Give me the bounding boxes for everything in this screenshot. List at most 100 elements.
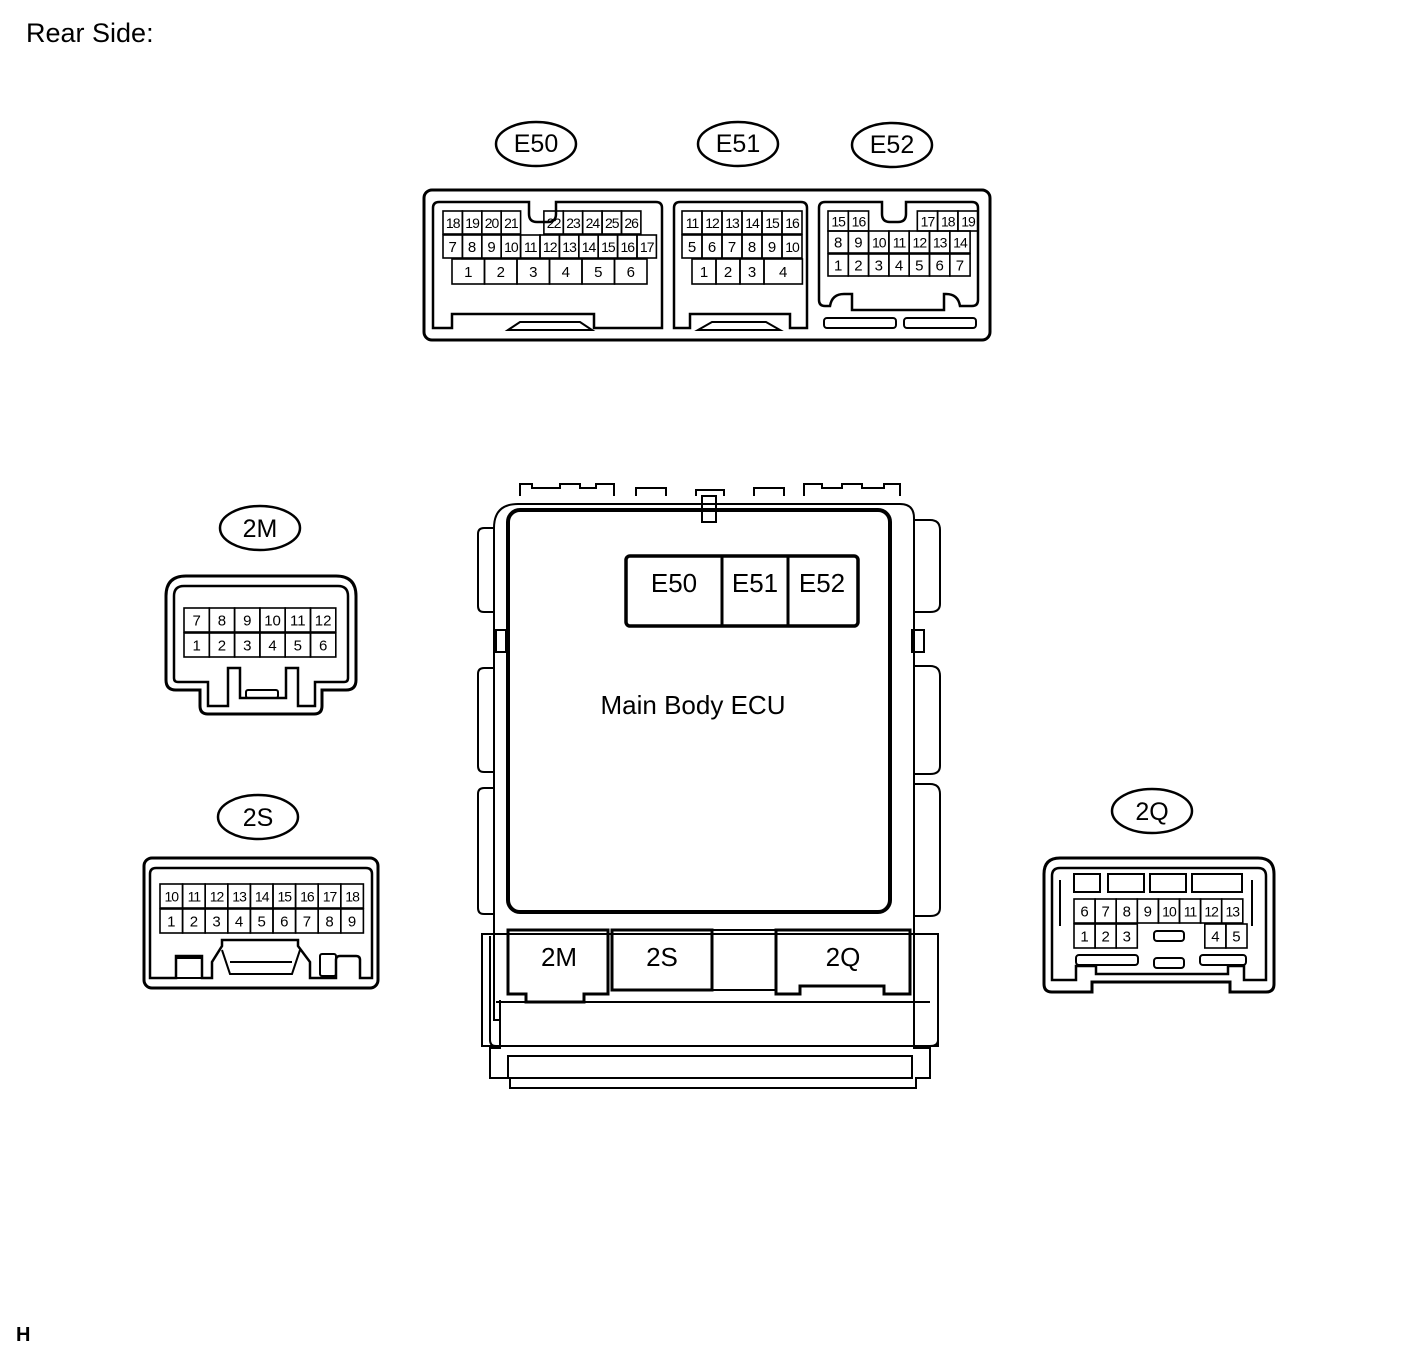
pin-number: 10 — [872, 235, 887, 251]
pin-cell — [309, 607, 337, 633]
pin-cell — [620, 210, 642, 235]
pin-number: 14 — [255, 889, 270, 905]
pin-cell — [1220, 898, 1244, 924]
pin-number: 8 — [1123, 904, 1131, 921]
pin-cell — [339, 908, 365, 934]
pin-cell — [309, 632, 337, 658]
corner-mark: H — [16, 1324, 31, 1346]
pin-number: 17 — [323, 889, 338, 905]
pin-number: 13 — [562, 239, 577, 255]
pin-number: 1 — [1080, 929, 1088, 946]
pin-number: 6 — [280, 914, 288, 931]
ecu-port-2m: 2M — [541, 942, 577, 972]
tag-e52: E52 — [870, 131, 914, 159]
pin-number: 9 — [348, 914, 356, 931]
pin-number: 15 — [831, 214, 846, 230]
pin-number: 3 — [529, 264, 537, 281]
pin-number: 10 — [165, 889, 180, 905]
pin-number: 12 — [913, 235, 928, 251]
pin-number: 9 — [487, 239, 495, 256]
pin-number: 5 — [1232, 929, 1240, 946]
pin-number: 19 — [465, 215, 480, 231]
pin-number: 13 — [933, 235, 948, 251]
pin-cell — [1225, 923, 1248, 949]
pin-number: 10 — [264, 613, 281, 630]
pin-number: 12 — [543, 239, 558, 255]
pin-number: 7 — [449, 239, 457, 256]
pin-number: 10 — [504, 239, 519, 255]
pin-number: 7 — [728, 239, 736, 256]
pin-number: 4 — [1211, 929, 1219, 946]
pin-number: 2 — [724, 264, 732, 281]
connector-2m-housing — [164, 574, 358, 716]
pin-number: 13 — [725, 215, 740, 231]
main-body-ecu — [477, 483, 941, 1089]
pin-cell — [339, 883, 365, 909]
pin-number: 4 — [268, 638, 276, 655]
pin-number: 12 — [210, 889, 225, 905]
pin-number: 3 — [1123, 929, 1131, 946]
pin-number: 8 — [468, 239, 476, 256]
pin-number: 11 — [290, 613, 306, 630]
pin-number: 18 — [941, 214, 956, 230]
pin-number: 17 — [640, 239, 655, 255]
tag-e51: E51 — [716, 130, 760, 158]
pin-number: 6 — [935, 258, 943, 275]
pin-cell — [781, 210, 803, 235]
pin-number: 9 — [854, 235, 862, 252]
pin-number: 7 — [303, 914, 311, 931]
connector-2s-housing — [142, 856, 380, 990]
tag-2s: 2S — [243, 804, 274, 832]
ecu-port-e50: E50 — [651, 568, 697, 598]
pin-number: 3 — [243, 638, 251, 655]
pin-number: 5 — [258, 914, 266, 931]
pin-number: 7 — [1101, 904, 1109, 921]
pin-number: 1 — [192, 638, 200, 655]
pin-number: 11 — [188, 889, 202, 905]
pin-number: 9 — [243, 613, 251, 630]
pin-number: 8 — [834, 235, 842, 252]
pin-cell — [948, 253, 971, 277]
pin-cell — [948, 230, 971, 254]
pin-number: 10 — [785, 239, 800, 255]
pin-number: 13 — [1225, 904, 1240, 920]
pin-number: 2 — [190, 914, 198, 931]
ecu-port-2s: 2S — [646, 942, 678, 972]
tag-2q: 2Q — [1135, 798, 1168, 826]
pin-number: 9 — [768, 239, 776, 256]
pin-cell — [500, 210, 522, 235]
pin-number: 14 — [953, 235, 968, 251]
pin-number: 14 — [745, 215, 760, 231]
pin-number: 15 — [765, 215, 780, 231]
pin-number: 16 — [300, 889, 315, 905]
pin-number: 3 — [748, 264, 756, 281]
pin-number: 5 — [688, 239, 696, 256]
pin-number: 12 — [315, 613, 332, 630]
pin-cell — [763, 258, 804, 285]
pin-number: 7 — [956, 258, 964, 275]
pin-number: 3 — [875, 258, 883, 275]
pin-number: 6 — [708, 239, 716, 256]
pin-number: 15 — [601, 239, 616, 255]
ecu-label: Main Body ECU — [601, 690, 786, 720]
pin-number: 8 — [218, 613, 226, 630]
pin-number: 1 — [464, 264, 472, 281]
page-heading: Rear Side: — [26, 18, 154, 48]
pin-number: 6 — [1080, 904, 1088, 921]
top-connector-housing — [422, 188, 992, 342]
pin-number: 15 — [278, 889, 293, 905]
pin-number: 2 — [497, 264, 505, 281]
pin-number: 1 — [700, 264, 708, 281]
pin-cell — [636, 234, 658, 259]
pin-number: 17 — [921, 214, 936, 230]
tag-2m: 2M — [243, 515, 278, 543]
pin-number: 4 — [895, 258, 903, 275]
pin-number: 19 — [961, 214, 976, 230]
pin-number: 1 — [834, 258, 842, 275]
pin-number: 13 — [232, 889, 247, 905]
